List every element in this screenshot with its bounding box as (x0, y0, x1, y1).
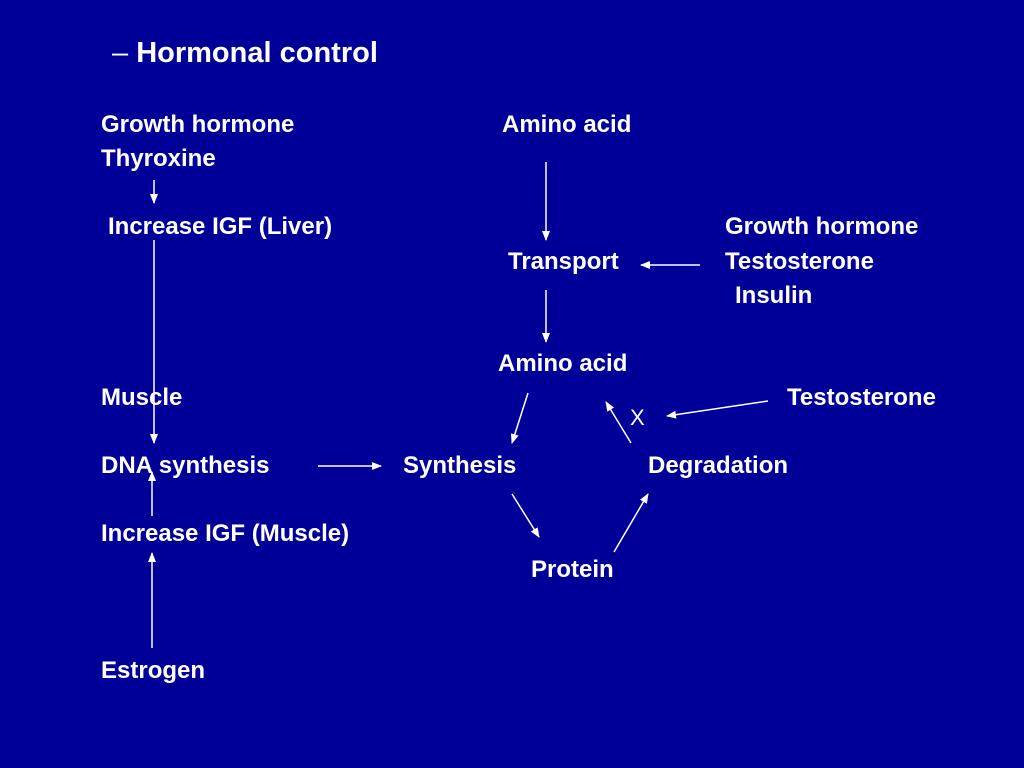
node-testosterone-right: Testosterone (725, 248, 874, 275)
node-degradation: Degradation (648, 452, 789, 479)
slide-title: – Hormonal control (112, 36, 378, 70)
node-growth-hormone-right: Growth hormone (725, 213, 919, 240)
node-amino-acid-mid: Amino acid (498, 350, 628, 377)
title-text: Hormonal control (136, 37, 378, 69)
node-muscle: Muscle (101, 384, 183, 411)
arrow-amino-to-synthesis (510, 392, 529, 444)
node-transport: Transport (508, 248, 619, 275)
node-thyroxine: Thyroxine (101, 145, 216, 172)
node-insulin: Insulin (735, 282, 813, 309)
title-dash: – (112, 37, 129, 69)
inhibition-mark: X (630, 405, 645, 430)
node-increase-igf-muscle: Increase IGF (Muscle) (101, 520, 350, 547)
node-dna-synthesis: DNA synthesis (101, 452, 270, 479)
arrow-synthesis-to-protein (511, 493, 540, 538)
arrow-testosterone-inhibits-degradation (666, 400, 769, 419)
arrow-degradation-to-amino (605, 401, 632, 444)
node-increase-igf-liver: Increase IGF (Liver) (108, 213, 333, 240)
node-protein: Protein (531, 556, 614, 583)
node-testosterone-far: Testosterone (787, 384, 936, 411)
node-synthesis: Synthesis (403, 452, 517, 479)
node-growth-hormone: Growth hormone (101, 111, 295, 138)
node-amino-acid-top: Amino acid (502, 111, 632, 138)
arrow-protein-to-degradation (613, 493, 649, 553)
node-estrogen: Estrogen (101, 657, 206, 684)
